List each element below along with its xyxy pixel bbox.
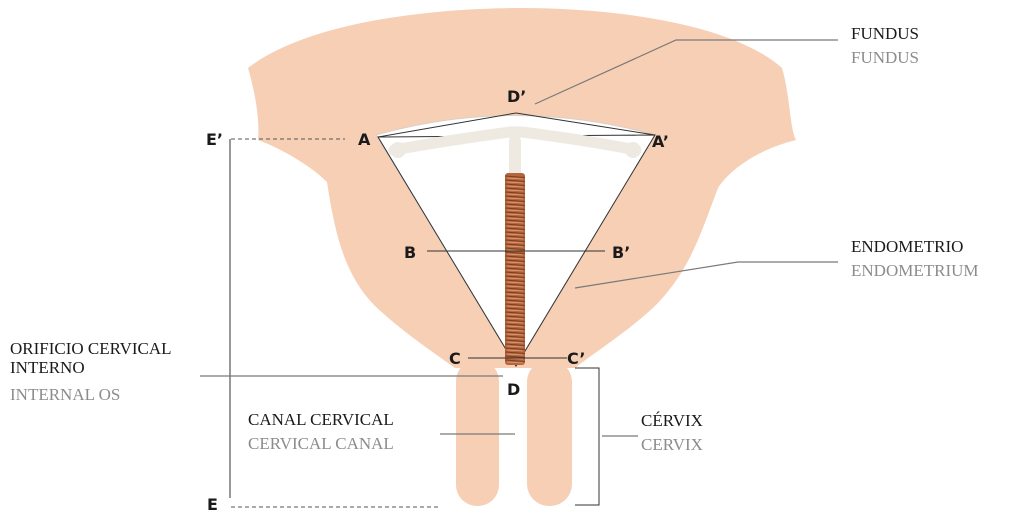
point-a-prime: A’ [652, 132, 669, 151]
label-canal-en: CERVICAL CANAL [248, 434, 394, 453]
point-d: D [507, 380, 520, 399]
iud-arm-tip-right [625, 142, 641, 158]
label-orificio-es-2: INTERNO [10, 358, 85, 377]
point-e: E [207, 495, 218, 513]
point-d-prime: D’ [507, 87, 526, 106]
point-c: C [449, 349, 461, 368]
label-endometrio-es: ENDOMETRIO [851, 237, 963, 256]
point-e-prime: E’ [206, 130, 223, 149]
label-cervix-en: CERVIX [641, 435, 703, 454]
label-fundus-en: FUNDUS [851, 48, 919, 67]
label-canal-es: CANAL CERVICAL [248, 410, 394, 429]
label-orificio-en: INTERNAL OS [10, 385, 120, 404]
point-a: A [358, 130, 371, 149]
label-fundus-es: FUNDUS [851, 24, 919, 43]
cervix-right-wall [527, 360, 572, 506]
point-c-prime: C’ [567, 349, 585, 368]
label-endometrio-en: ENDOMETRIUM [851, 261, 979, 280]
label-cervix-es: CÉRVIX [641, 411, 703, 430]
cervix-left-wall [456, 360, 499, 506]
label-orificio-es-1: ORIFICIO CERVICAL [10, 339, 172, 358]
point-b: B [404, 243, 416, 262]
point-b-prime: B’ [612, 243, 630, 262]
iud-arm-tip-left [390, 142, 406, 158]
cervix-bracket [575, 368, 599, 505]
